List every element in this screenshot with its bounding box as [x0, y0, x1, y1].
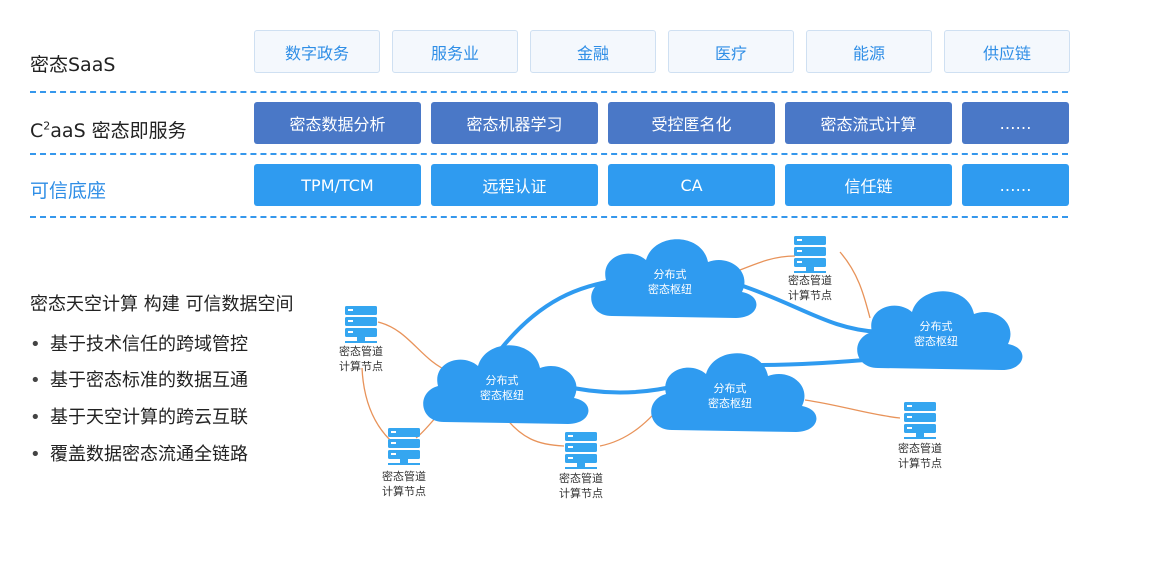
- compute-node: 密态管道 计算节点: [382, 428, 426, 498]
- hub-cloud: 分布式 密态枢纽: [591, 239, 757, 318]
- hub-line1: 分布式: [654, 268, 687, 281]
- node-line2: 计算节点: [559, 486, 603, 500]
- trusted-tile-chain: 信任链: [785, 164, 952, 206]
- node-line1: 密态管道: [382, 469, 426, 483]
- node-line1: 密态管道: [339, 344, 383, 358]
- bullet-text: 覆盖数据密态流通全链路: [50, 444, 248, 465]
- node-line2: 计算节点: [339, 359, 383, 373]
- bullet-dot: •: [30, 407, 41, 428]
- hub-cloud: 分布式 密态枢纽: [857, 291, 1023, 370]
- server-icon: [345, 306, 377, 343]
- divider-3: [30, 216, 1068, 218]
- bullet-item: • 基于密态标准的数据互通: [30, 366, 248, 392]
- node-link: [804, 399, 901, 419]
- bullet-text: 基于密态标准的数据互通: [50, 370, 248, 391]
- headline: 密态天空计算 构建 可信数据空间: [30, 294, 294, 315]
- hub-line1: 分布式: [714, 382, 747, 395]
- saas-tile-services: 服务业: [392, 30, 518, 73]
- server-icon: [904, 402, 936, 439]
- saas-tile-energy: 能源: [806, 30, 932, 73]
- c2aas-label-prefix: C: [30, 120, 44, 142]
- bullet-text: 基于技术信任的跨域管控: [50, 334, 248, 355]
- hub-line2: 密态枢纽: [648, 282, 692, 296]
- compute-node: 密态管道 计算节点: [559, 432, 603, 500]
- node-line2: 计算节点: [788, 288, 832, 302]
- divider-2: [30, 153, 1068, 155]
- saas-tile-government: 数字政务: [254, 30, 380, 73]
- node-line1: 密态管道: [559, 471, 603, 485]
- server-icon: [388, 428, 420, 465]
- hub-line2: 密态枢纽: [480, 388, 524, 402]
- bullet-item: • 基于天空计算的跨云互联: [30, 403, 248, 429]
- saas-row-label: 密态SaaS: [30, 54, 116, 76]
- hub-cloud: 分布式 密态枢纽: [423, 345, 589, 424]
- c2aas-tile-analysis: 密态数据分析: [254, 102, 421, 144]
- bullet-text: 基于天空计算的跨云互联: [50, 407, 248, 428]
- compute-node: 密态管道 计算节点: [898, 402, 942, 470]
- trusted-row-label: 可信底座: [30, 180, 107, 202]
- bullet-item: • 覆盖数据密态流通全链路: [30, 440, 248, 466]
- c2aas-tile-anonymization: 受控匿名化: [608, 102, 775, 144]
- node-line2: 计算节点: [898, 456, 942, 470]
- c2aas-row-label: C2aaS 密态即服务: [30, 116, 187, 143]
- compute-node: 密态管道 计算节点: [788, 236, 832, 302]
- node-link: [839, 251, 871, 319]
- server-icon: [794, 236, 826, 273]
- c2aas-label-sup: 2: [43, 119, 51, 133]
- bullet-dot: •: [30, 444, 41, 465]
- c2aas-label-suffix: aaS 密态即服务: [50, 120, 187, 142]
- hub-line1: 分布式: [486, 374, 519, 387]
- hub-link: [738, 283, 882, 334]
- saas-tile-medical: 医疗: [668, 30, 794, 73]
- hub-link: [558, 383, 682, 395]
- node-link: [739, 255, 796, 271]
- hub-line1: 分布式: [920, 320, 953, 333]
- c2aas-tile-streaming: 密态流式计算: [785, 102, 952, 144]
- node-link: [361, 367, 391, 441]
- trusted-tile-more: ……: [962, 164, 1069, 206]
- hub-line2: 密态枢纽: [708, 396, 752, 410]
- hub-cloud: 分布式 密态枢纽: [651, 353, 817, 432]
- trusted-tile-ca: CA: [608, 164, 775, 206]
- saas-tile-finance: 金融: [530, 30, 656, 73]
- node-line1: 密态管道: [788, 273, 832, 287]
- hub-line2: 密态枢纽: [914, 334, 958, 348]
- node-line1: 密态管道: [898, 441, 942, 455]
- saas-tile-supply-chain: 供应链: [944, 30, 1070, 73]
- node-link: [377, 321, 451, 373]
- bullet-dot: •: [30, 334, 41, 355]
- compute-node: 密态管道 计算节点: [339, 306, 383, 373]
- bullet-item: • 基于技术信任的跨域管控: [30, 330, 248, 356]
- node-line2: 计算节点: [382, 484, 426, 498]
- server-icon: [565, 432, 597, 469]
- c2aas-tile-more: ……: [962, 102, 1069, 144]
- c2aas-tile-ml: 密态机器学习: [431, 102, 598, 144]
- trusted-tile-tpm: TPM/TCM: [254, 164, 421, 206]
- bullet-dot: •: [30, 370, 41, 391]
- trusted-tile-attestation: 远程认证: [431, 164, 598, 206]
- divider-1: [30, 91, 1068, 93]
